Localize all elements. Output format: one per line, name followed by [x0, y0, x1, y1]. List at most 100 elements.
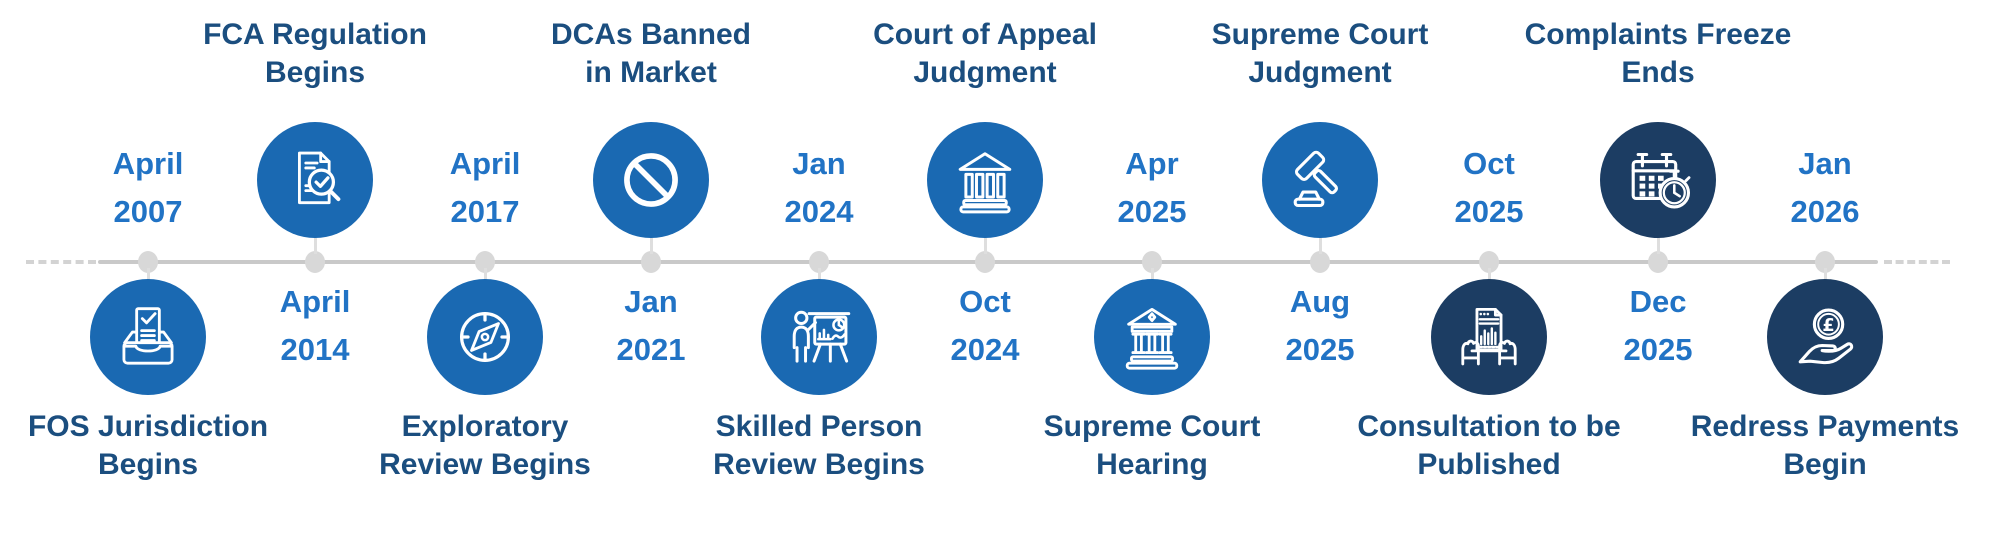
event-year: 2017: [450, 194, 520, 229]
timeline-dot: [475, 251, 495, 273]
event-month: Oct: [959, 284, 1011, 319]
event-title-line2: Review Begins: [713, 448, 925, 481]
event-title: Complaints Freeze Ends: [1458, 16, 1858, 92]
pound-coin-hand-icon: £: [1798, 308, 1854, 365]
event-month: Apr: [1125, 146, 1179, 181]
event-title-line1: DCAs Banned: [550, 18, 752, 51]
calendar-stopwatch-icon: [1631, 152, 1691, 209]
compass-icon: [459, 311, 511, 363]
event-title-line2: Begins: [97, 448, 199, 481]
courthouse-icon: [958, 152, 1012, 214]
timeline-dash-left: [26, 260, 96, 264]
event-title-line1: Complaints Freeze: [1524, 18, 1792, 51]
event-title: Redress Payments Begin: [1625, 408, 2000, 484]
courthouse-columns-icon: [1125, 307, 1179, 370]
inbox-check-icon: [122, 307, 174, 365]
event-connector: [818, 268, 821, 283]
timeline-dot: [975, 251, 995, 273]
event-icon-circle: [1431, 279, 1547, 395]
prohibition-icon: [624, 153, 678, 207]
event-title-line1: Redress Payments: [1690, 410, 1960, 443]
event-year: 2025: [1623, 332, 1693, 367]
timeline-dot: [138, 251, 158, 273]
event-title-line1: Consultation to be: [1357, 410, 1621, 443]
event-title-line2: Published: [1417, 448, 1561, 481]
event-month: Dec: [1629, 284, 1687, 319]
event-date: April 2014: [220, 278, 410, 374]
event-connector: [984, 234, 987, 254]
event-connector: [650, 234, 653, 254]
event-title: FOS Jurisdiction Begins: [0, 408, 348, 484]
event-title-line2: Judgment: [913, 56, 1057, 89]
event-date: Oct 2024: [890, 278, 1080, 374]
event-title: DCAs Banned in Market: [451, 16, 851, 92]
event-connector: [314, 234, 317, 254]
event-title-line2: Begins: [264, 56, 366, 89]
event-title-line2: Ends: [1621, 56, 1695, 89]
event-month: Oct: [1463, 146, 1515, 181]
event-title-line1: Court of Appeal: [873, 18, 1097, 51]
event-connector: [1488, 268, 1491, 283]
timeline-dot: [1648, 251, 1668, 273]
event-month: April: [112, 146, 184, 181]
event-month: Jan: [1798, 146, 1852, 181]
event-icon-circle: [1600, 122, 1716, 238]
event-icon-circle: [1094, 279, 1210, 395]
event-icon-circle: [761, 279, 877, 395]
gavel-icon: [1293, 150, 1339, 208]
event-year: 2014: [280, 332, 350, 367]
timeline-dot: [1815, 251, 1835, 273]
event-title-line1: Supreme Court: [1211, 18, 1429, 51]
event-title-line2: in Market: [585, 56, 717, 89]
event-connector: [484, 268, 487, 283]
timeline-dash-right: [1884, 260, 1950, 264]
timeline-dot: [1142, 251, 1162, 273]
event-year: 2021: [616, 332, 686, 367]
event-title: Court of Appeal Judgment: [785, 16, 1185, 92]
event-title-line1: Skilled Person: [715, 410, 923, 443]
event-connector: [1319, 234, 1322, 254]
event-date: Dec 2025: [1563, 278, 1753, 374]
event-date: Jan 2024: [724, 140, 914, 236]
svg-text:£: £: [1822, 316, 1834, 336]
event-date: Oct 2025: [1394, 140, 1584, 236]
event-title-line1: Supreme Court: [1043, 410, 1261, 443]
event-date: Apr 2025: [1057, 140, 1247, 236]
event-connector: [147, 268, 150, 283]
event-year: 2025: [1454, 194, 1524, 229]
event-date: Jan 2026: [1730, 140, 1920, 236]
event-title: Skilled Person Review Begins: [619, 408, 1019, 484]
event-connector: [1151, 268, 1154, 283]
event-title: Consultation to be Published: [1289, 408, 1689, 484]
event-icon-circle: [257, 122, 373, 238]
event-year: 2025: [1285, 332, 1355, 367]
event-month: Aug: [1289, 284, 1351, 319]
event-year: 2026: [1790, 194, 1860, 229]
event-title-line2: Judgment: [1248, 56, 1392, 89]
event-month: Jan: [624, 284, 678, 319]
document-check-magnifier-icon: [298, 151, 341, 205]
event-year: 2007: [113, 194, 183, 229]
event-title-line1: FCA Regulation: [203, 18, 427, 51]
event-year: 2024: [784, 194, 854, 229]
event-icon-circle: £: [1767, 279, 1883, 395]
event-connector: [1657, 234, 1660, 254]
event-title: Supreme Court Hearing: [952, 408, 1352, 484]
event-title-line1: FOS Jurisdiction: [27, 410, 269, 443]
timeline-dot: [809, 251, 829, 273]
event-icon-circle: [593, 122, 709, 238]
event-year: 2024: [950, 332, 1020, 367]
event-title-line1: Exploratory: [401, 410, 569, 443]
event-title: Exploratory Review Begins: [285, 408, 685, 484]
event-month: Jan: [792, 146, 846, 181]
event-year: 2025: [1117, 194, 1187, 229]
timeline-dot: [1479, 251, 1499, 273]
timeline-dot: [641, 251, 661, 273]
event-date: April 2007: [53, 140, 243, 236]
event-date: Jan 2021: [556, 278, 746, 374]
presentation-charts-icon: [792, 310, 851, 363]
event-title-line2: Review Begins: [379, 448, 591, 481]
event-icon-circle: [1262, 122, 1378, 238]
event-month: April: [279, 284, 351, 319]
